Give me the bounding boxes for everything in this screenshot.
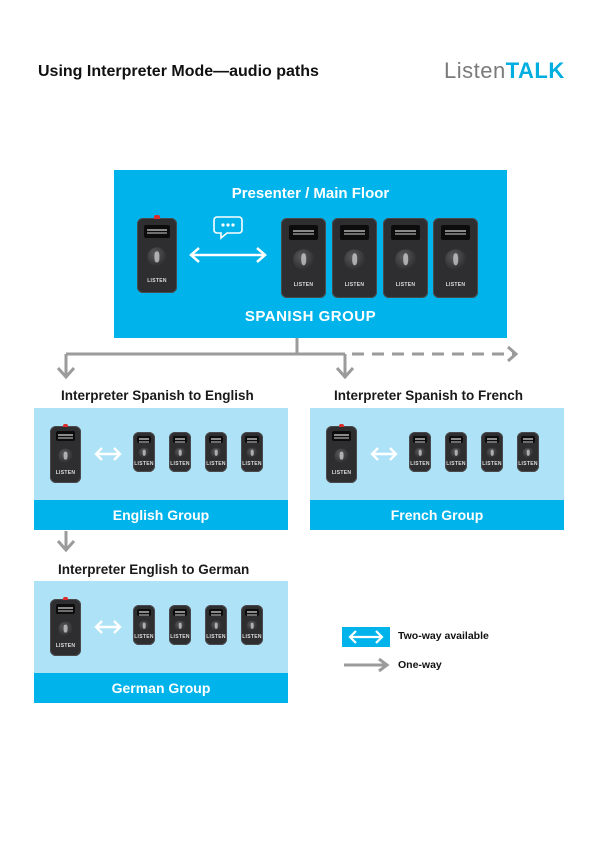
two-way-arrow bbox=[94, 447, 122, 461]
listener-device: LISTEN bbox=[281, 218, 326, 298]
listener-device: LISTEN bbox=[445, 432, 467, 472]
legend-one-way-label: One-way bbox=[398, 659, 442, 671]
brand-logo: ListenTALK bbox=[444, 58, 565, 83]
two-way-arrow bbox=[94, 620, 122, 634]
interpreter-device: LISTEN bbox=[50, 423, 81, 483]
legend-two-way-label: Two-way available bbox=[398, 630, 489, 642]
listener-device: LISTEN bbox=[241, 605, 263, 645]
listener-device: LISTEN bbox=[133, 432, 155, 472]
spanish-group-label: SPANISH GROUP bbox=[244, 308, 377, 325]
page-title: Using Interpreter Mode—audio paths bbox=[38, 63, 319, 80]
listener-device: LISTEN bbox=[383, 218, 428, 298]
listener-device: LISTEN bbox=[205, 605, 227, 645]
chat-bubbles-icon bbox=[213, 216, 243, 240]
listener-device: LISTEN bbox=[409, 432, 431, 472]
listener-device: LISTEN bbox=[332, 218, 377, 298]
english-group-band: English Group bbox=[34, 500, 288, 530]
listener-device: LISTEN bbox=[205, 432, 227, 472]
presenter-device: LISTEN bbox=[137, 215, 177, 293]
interpreter-device: LISTEN bbox=[50, 596, 81, 656]
interpreter-device: LISTEN bbox=[326, 423, 357, 483]
two-way-arrow bbox=[189, 247, 267, 263]
group-label-english: Interpreter Spanish to English bbox=[61, 388, 254, 403]
group-label-german: Interpreter English to German bbox=[58, 562, 250, 577]
legend-two-way-swatch bbox=[342, 627, 390, 647]
listener-device: LISTEN bbox=[133, 605, 155, 645]
two-way-arrow bbox=[370, 447, 398, 461]
listener-device: LISTEN bbox=[241, 432, 263, 472]
german-group-band: German Group bbox=[34, 673, 288, 703]
group-label-french: Interpreter Spanish to French bbox=[334, 388, 524, 403]
french-group-band: French Group bbox=[310, 500, 564, 530]
main-floor-title: Presenter / Main Floor bbox=[231, 185, 390, 202]
one-way-arrow-icon bbox=[344, 657, 390, 673]
listener-device: LISTEN bbox=[169, 605, 191, 645]
two-way-arrow-icon bbox=[348, 630, 384, 644]
listener-device: LISTEN bbox=[433, 218, 478, 298]
one-way-connectors bbox=[56, 338, 519, 553]
listener-device: LISTEN bbox=[481, 432, 503, 472]
listener-device: LISTEN bbox=[169, 432, 191, 472]
listener-device: LISTEN bbox=[517, 432, 539, 472]
